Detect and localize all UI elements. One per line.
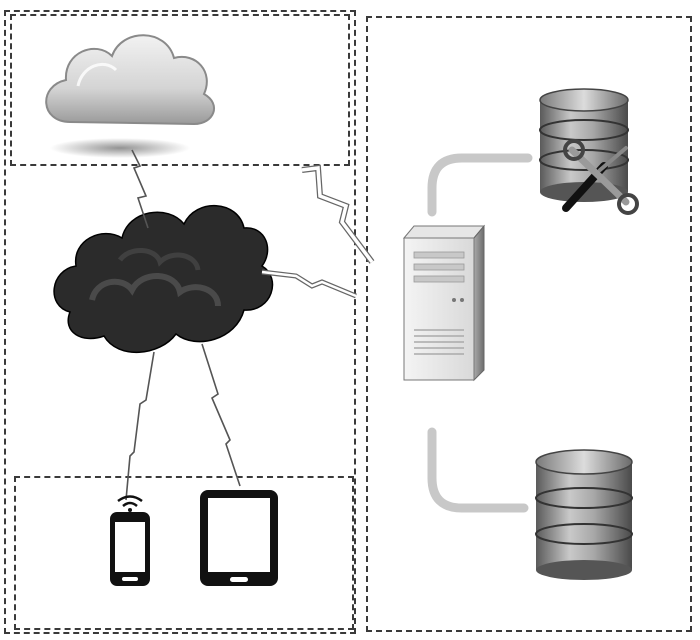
- wifi-signal-icon: [117, 495, 143, 507]
- client-side-region: [4, 10, 356, 634]
- pipe-server-db-maintenance: [427, 153, 533, 217]
- pipe-links: [427, 153, 533, 513]
- wrench-screwdriver-icon: [562, 139, 639, 215]
- tablet-icon: [200, 490, 278, 586]
- cloud-region: [10, 14, 350, 166]
- smartphone-icon: [110, 495, 150, 586]
- lightning-storm-cloud: [131, 149, 149, 229]
- mobile-devices-region: [14, 476, 354, 630]
- lightning-cloud-server-inner: [301, 166, 374, 264]
- lightning-links: [125, 149, 375, 501]
- lightning-storm-server-inner: [261, 270, 357, 298]
- server-side-region: [366, 16, 692, 632]
- server-tower-icon: [402, 224, 486, 382]
- lightning-storm-phone: [125, 351, 155, 501]
- database-icon: [535, 449, 633, 580]
- storm-cloud-icon: [53, 205, 274, 353]
- pipe-server-db-storage: [427, 427, 529, 513]
- lightning-storm-tablet: [201, 343, 241, 487]
- database-tools-icon: [539, 88, 639, 215]
- cloud-icon: [45, 34, 216, 158]
